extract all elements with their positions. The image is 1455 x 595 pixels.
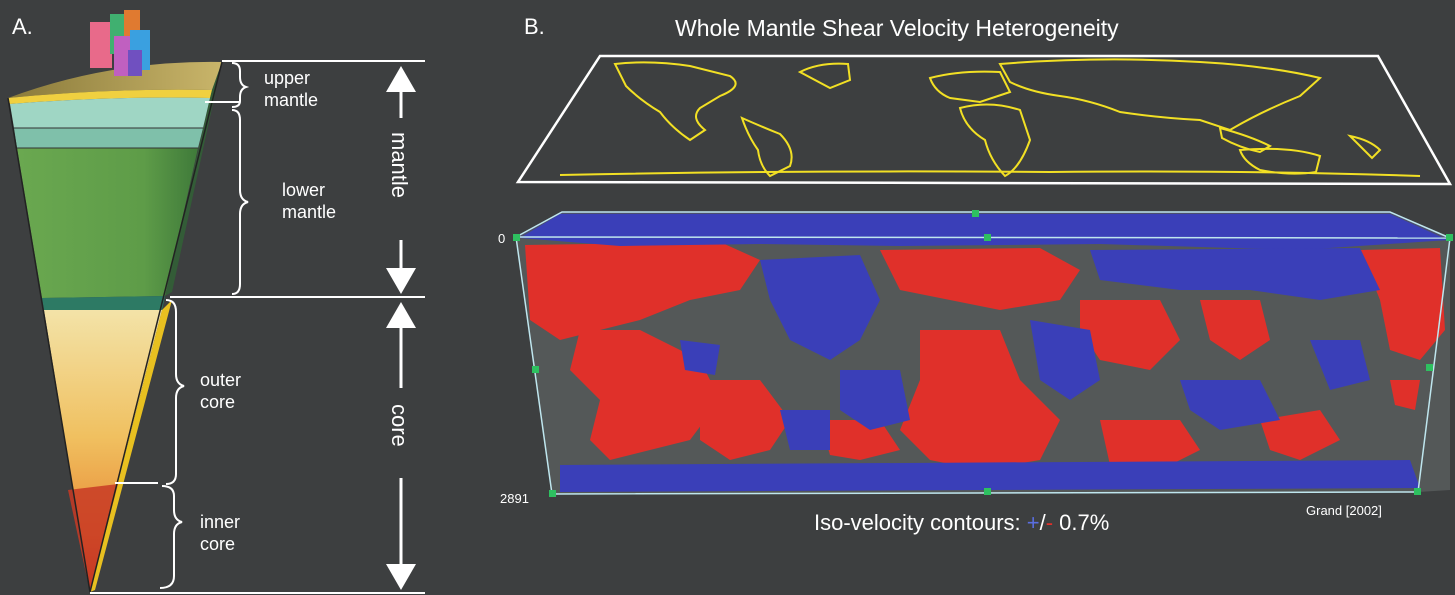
core-extent-arrow (386, 302, 416, 590)
mantle-extent-arrow (386, 66, 416, 294)
figure-title: Whole Mantle Shear Velocity Heterogeneit… (675, 15, 1119, 41)
upper-mantle-label-line2: mantle (264, 90, 318, 110)
lower-mantle-label-line2: mantle (282, 202, 336, 222)
inner-core-label-line2: core (200, 534, 235, 554)
mantle-3d-volume (513, 210, 1453, 497)
contour-slash: / (1040, 510, 1047, 535)
city-buildings-icon (90, 10, 150, 76)
contour-prefix: Iso-velocity contours: (814, 510, 1027, 535)
fast-anomalies (520, 214, 1448, 492)
credit-label: Grand [2002] (1306, 503, 1382, 518)
mantle-label: mantle (387, 132, 412, 198)
coastlines (559, 58, 1421, 178)
lower-mantle-label-line1: lower (282, 180, 325, 200)
contour-value: 0.7% (1053, 510, 1109, 535)
slow-anomalies (525, 242, 1445, 470)
inner-core-label-line1: inner (200, 512, 240, 532)
contour-plus: + (1027, 510, 1040, 535)
earth-wedge (7, 61, 223, 593)
box-corner-markers (513, 210, 1453, 497)
core-label: core (387, 404, 412, 447)
boundary-lines (90, 60, 425, 594)
contour-caption: Iso-velocity contours: +/- 0.7% (814, 510, 1109, 535)
outer-core-label-line2: core (200, 392, 235, 412)
depth-top-label: 0 (498, 231, 505, 246)
outer-core-label-line1: outer (200, 370, 241, 390)
upper-mantle-label-line1: upper (264, 68, 310, 88)
world-map-surface (515, 54, 1453, 186)
layer-braces (159, 62, 250, 589)
panel-a-label: A. (12, 14, 33, 39)
panel-b-label: B. (524, 14, 545, 39)
depth-bottom-label: 2891 (500, 491, 529, 506)
contour-minus: - (1046, 510, 1053, 535)
